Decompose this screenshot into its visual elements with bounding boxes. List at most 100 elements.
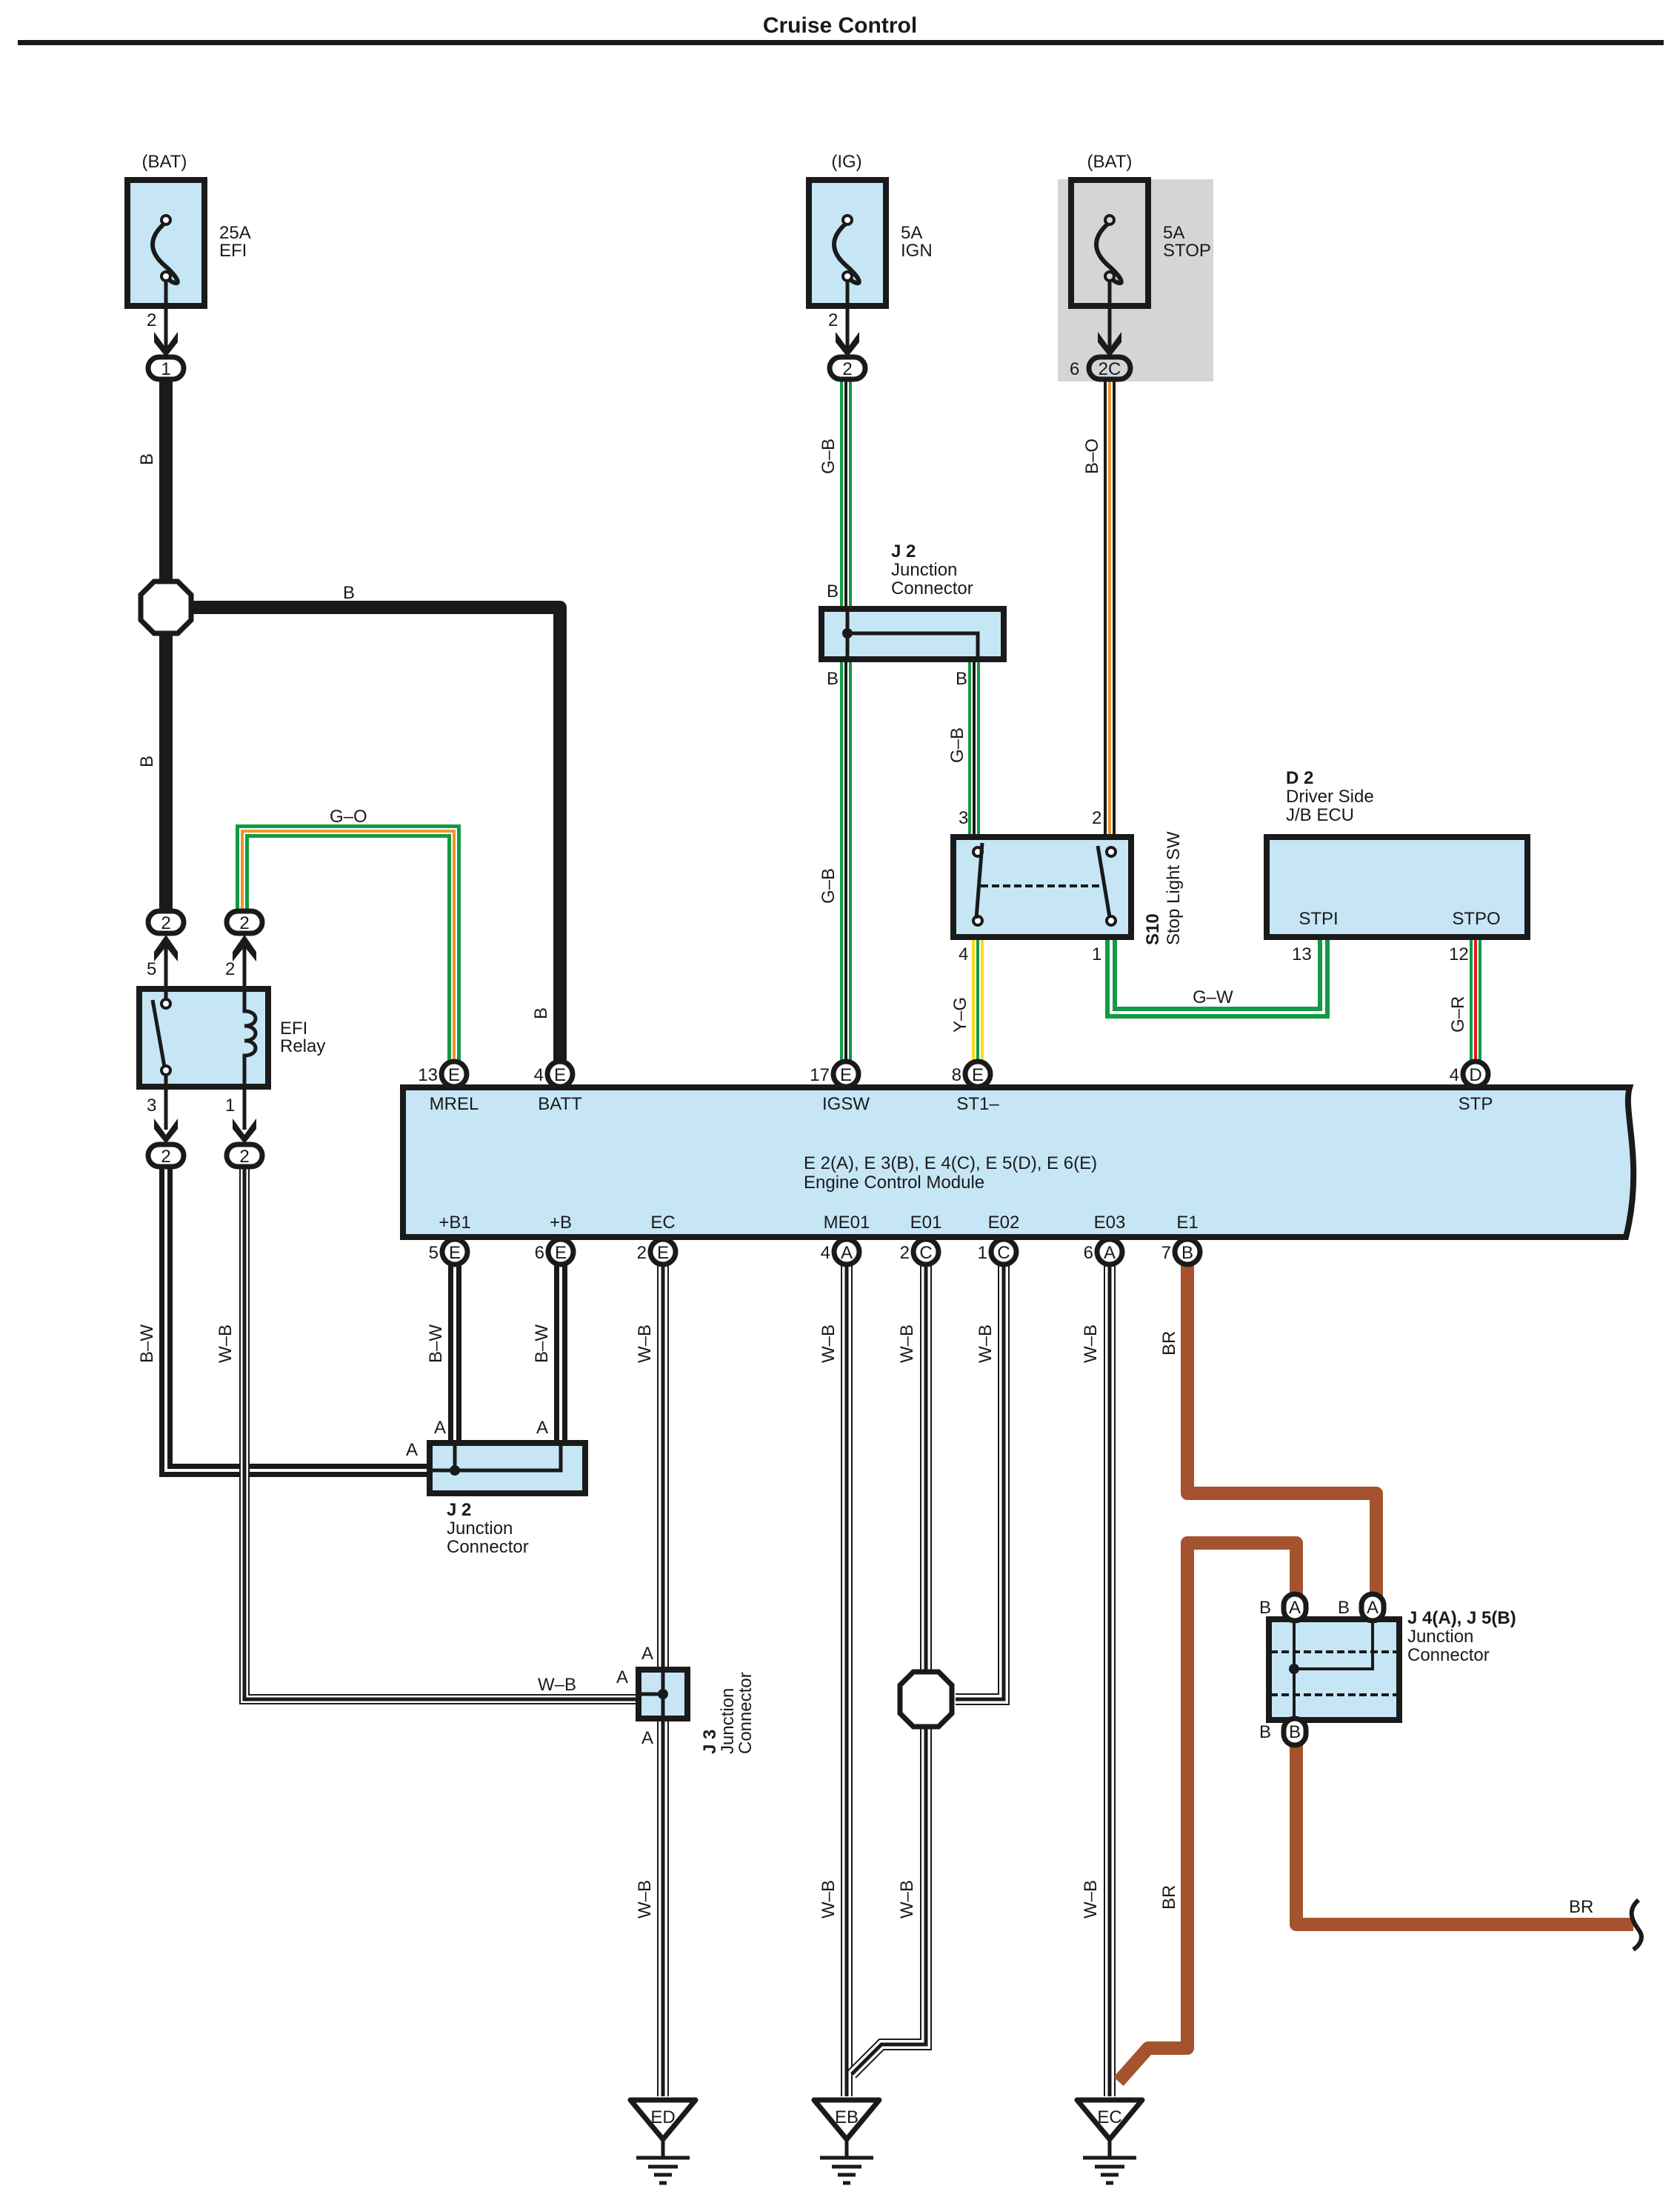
svg-text:A: A (536, 1418, 548, 1438)
splice-icon (897, 1669, 955, 1730)
wire-br-drop (1113, 1536, 1303, 2086)
svg-text:J 2: J 2 (447, 1500, 471, 1520)
svg-text:2: 2 (225, 959, 235, 979)
svg-text:EB: EB (835, 2107, 859, 2127)
svg-text:B: B (1181, 1243, 1193, 1263)
junction-j2-lower: A A A J 2 Junction Connector (406, 1418, 588, 1557)
svg-text:J 4(A), J 5(B): J 4(A), J 5(B) (1407, 1608, 1516, 1628)
svg-text:A: A (406, 1440, 418, 1460)
wire-label: W–B (819, 1880, 839, 1919)
svg-text:A: A (434, 1418, 446, 1438)
connector-ring (1086, 354, 1133, 382)
arrow-icon (1098, 332, 1121, 357)
svg-text:Connector: Connector (447, 1537, 529, 1557)
wire-label: W–B (635, 1324, 655, 1363)
svg-text:EFI: EFI (280, 1019, 307, 1039)
wire-label: B–W (532, 1324, 552, 1363)
svg-text:Connector: Connector (1407, 1645, 1490, 1665)
wire-label: G–R (1448, 996, 1468, 1033)
svg-text:Stop Light SW: Stop Light SW (1164, 831, 1184, 945)
ecm-terminal-label: E02 (988, 1213, 1020, 1233)
svg-text:S10: S10 (1143, 913, 1163, 945)
svg-text:B: B (827, 581, 839, 601)
wire-label: W–B (897, 1880, 917, 1919)
connector-ring (1094, 1236, 1125, 1267)
arrow-icon (154, 332, 178, 357)
svg-text:D 2: D 2 (1286, 768, 1313, 788)
ecm-terminal-label: IGSW (822, 1094, 870, 1114)
svg-text:Junction: Junction (1407, 1627, 1473, 1647)
connector-ring (544, 1059, 576, 1090)
svg-text:Driver Side: Driver Side (1286, 787, 1374, 807)
svg-text:3: 3 (959, 808, 968, 828)
fuse-pin: 2 (828, 310, 838, 330)
svg-text:A: A (641, 1728, 653, 1748)
connector-ring (224, 1141, 265, 1170)
svg-text:2: 2 (1092, 808, 1101, 828)
ecm-terminal-label: BATT (538, 1094, 582, 1114)
fuse-pin: 6 (1070, 359, 1079, 379)
arrow-icon (233, 1119, 256, 1144)
svg-text:7: 7 (1161, 1243, 1171, 1263)
svg-text:A: A (1289, 1598, 1301, 1618)
fuse-efi: (BAT) 25A EFI 2 1 (124, 152, 251, 382)
ecm-terminal-label: EC (650, 1213, 675, 1233)
fuse-name: IGN (901, 241, 933, 261)
fuse-rating: 5A (901, 223, 922, 243)
ecm-terminal-label: E03 (1094, 1213, 1126, 1233)
svg-text:B: B (827, 669, 839, 689)
svg-text:5: 5 (429, 1243, 439, 1263)
wire-label: B–O (1082, 439, 1102, 474)
svg-text:12: 12 (1449, 944, 1469, 964)
svg-text:EC: EC (1097, 2107, 1121, 2127)
svg-text:J 3: J 3 (700, 1730, 720, 1754)
svg-text:A: A (616, 1667, 628, 1687)
svg-text:4: 4 (1450, 1065, 1459, 1085)
wire-label: BR (1159, 1331, 1179, 1356)
svg-text:E: E (448, 1065, 460, 1085)
fuse-name: STOP (1163, 241, 1211, 261)
svg-text:2C: 2C (1099, 359, 1121, 379)
ecm-terminal-label: ME01 (824, 1213, 870, 1233)
svg-text:E: E (972, 1065, 984, 1085)
connector-ring (830, 1059, 861, 1090)
wire-label: BR (1569, 1897, 1593, 1917)
arrow-icon (836, 332, 859, 357)
junction-j2-upper: J 2 Junction Connector B B B (819, 541, 1007, 689)
fuse-ign: (IG) 5A IGN 2 2 (806, 152, 933, 382)
svg-text:8: 8 (952, 1065, 961, 1085)
svg-text:1: 1 (225, 1096, 235, 1116)
ecm-terminal-label: +B (550, 1213, 572, 1233)
connector-ring (145, 1141, 187, 1170)
svg-text:C: C (919, 1243, 932, 1263)
svg-text:J/B ECU: J/B ECU (1286, 805, 1354, 825)
relay-switch-icon (150, 999, 167, 1067)
wire-label: G–O (330, 807, 367, 827)
fuse-source: (BAT) (1087, 152, 1133, 172)
svg-text:13: 13 (1292, 944, 1312, 964)
svg-text:E: E (657, 1243, 669, 1263)
svg-text:2: 2 (900, 1243, 910, 1263)
wire-label: B–W (137, 1324, 157, 1363)
wire-label: B–W (426, 1324, 446, 1363)
svg-text:B: B (1259, 1598, 1271, 1618)
efi-relay: 2 2 5 2 EFI Relay 3 1 2 2 (136, 908, 325, 1170)
wire-label: G–B (947, 727, 967, 763)
engine-control-module: E 2(A), E 3(B), E 4(C), E 5(D), E 6(E) E… (400, 1059, 1637, 1267)
wire-label: W–B (216, 1324, 236, 1363)
fuse-source: (BAT) (142, 152, 187, 172)
wire-e1-br (1181, 1263, 1383, 1607)
connector-ring (439, 1059, 470, 1090)
connector-ring (145, 908, 187, 936)
connector-ring (439, 1236, 470, 1267)
ground-icon (627, 2097, 699, 2142)
wire-label: W–B (976, 1324, 996, 1363)
svg-text:E: E (555, 1243, 567, 1263)
